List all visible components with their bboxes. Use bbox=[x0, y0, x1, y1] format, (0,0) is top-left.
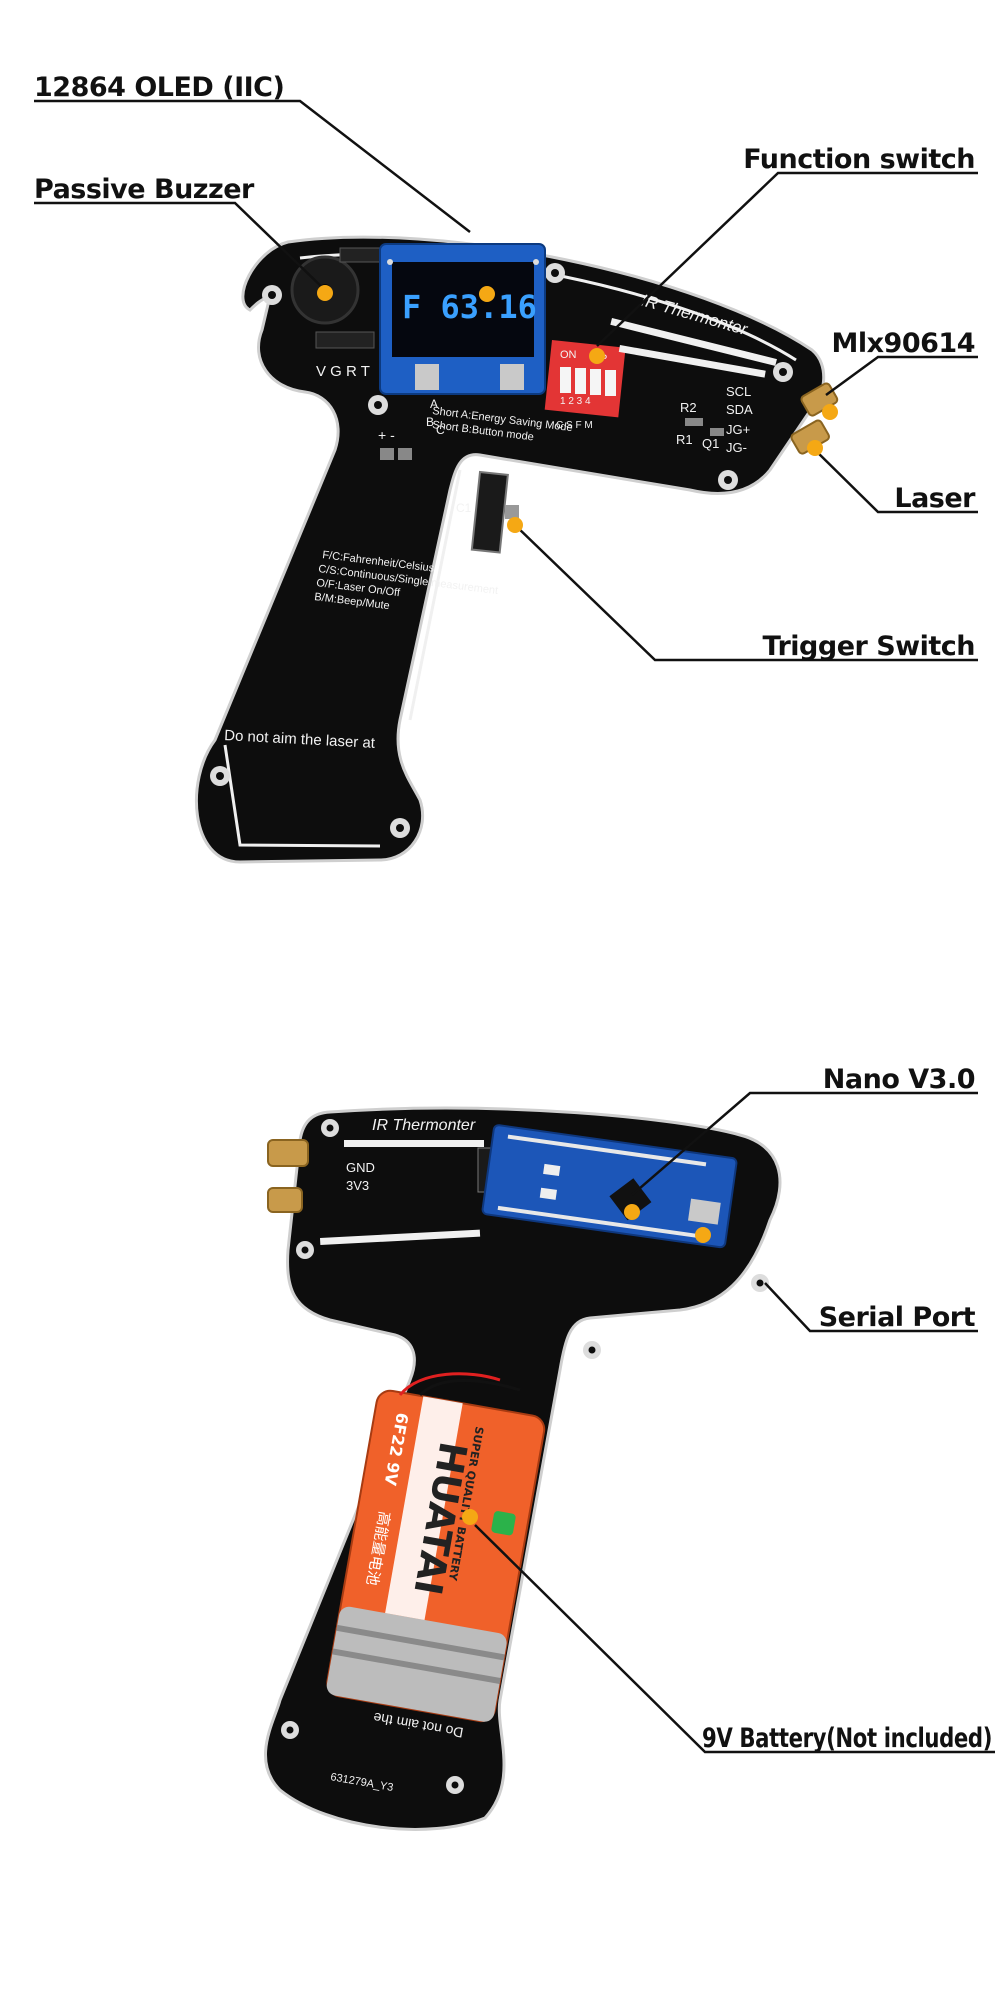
scl-label: SCL bbox=[726, 384, 751, 399]
back-mounting-holes bbox=[281, 1119, 769, 1794]
plus-minus-label: + - bbox=[378, 427, 395, 443]
oled-marker-dot bbox=[479, 286, 495, 302]
back-3v3-label: 3V3 bbox=[346, 1178, 369, 1193]
front-pcb-outline bbox=[195, 235, 826, 864]
buzzer-marker-dot bbox=[317, 285, 333, 301]
label-mlx: Mlx90614 bbox=[832, 328, 975, 359]
q1-label: Q1 bbox=[702, 436, 719, 451]
function-switch-marker-dot bbox=[589, 348, 605, 364]
jg-plus-label: JG+ bbox=[726, 422, 750, 437]
a-label: A bbox=[430, 397, 438, 411]
label-function-switch: Function switch bbox=[743, 144, 975, 175]
label-laser: Laser bbox=[894, 483, 976, 514]
r2-label: R2 bbox=[680, 400, 697, 415]
label-nano: Nano V3.0 bbox=[823, 1064, 975, 1095]
label-oled: 12864 OLED (IIC) bbox=[34, 72, 284, 103]
c-label: C bbox=[436, 423, 445, 437]
dip-letters: C S F M bbox=[556, 420, 593, 431]
label-serial: Serial Port bbox=[819, 1302, 976, 1333]
battery-9v: HUATAI 6F22 9V SUPER QUALITY BATTERY 高能量… bbox=[326, 1389, 546, 1723]
oled-module: F 63.16 bbox=[379, 243, 546, 395]
front-pcb: V G R T F 63.16 IR Thermonter ON DP 1 2 … bbox=[195, 235, 839, 864]
trigger-marker-dot bbox=[507, 517, 523, 533]
callout-leaders bbox=[34, 99, 995, 1754]
label-trigger: Trigger Switch bbox=[763, 631, 975, 662]
mlx-marker-dot bbox=[822, 404, 838, 420]
trigger-switch-part: C1 bbox=[456, 470, 519, 554]
marker-dots bbox=[317, 285, 838, 1525]
laser-marker-dot bbox=[807, 440, 823, 456]
dip-numbers: 1 2 3 4 bbox=[560, 396, 591, 407]
nano-marker-dot bbox=[624, 1204, 640, 1220]
b-label: B bbox=[426, 415, 434, 429]
label-buzzer: Passive Buzzer bbox=[34, 174, 255, 205]
nano-board bbox=[481, 1124, 738, 1249]
battery-marker-dot bbox=[462, 1509, 478, 1525]
dip-on-label: ON bbox=[560, 349, 577, 361]
back-pcb: IR Thermonter GND 3V3 bbox=[263, 1106, 782, 1831]
serial-marker-dot bbox=[695, 1227, 711, 1243]
pins-left-label: V G R T bbox=[316, 363, 370, 380]
r1-label: R1 bbox=[676, 432, 693, 447]
oled-reading: F 63.16 bbox=[402, 288, 537, 326]
jg-minus-label: JG- bbox=[726, 440, 747, 455]
sda-label: SDA bbox=[726, 402, 753, 417]
c1-label: C1 bbox=[456, 501, 472, 515]
label-battery: 9V Battery(Not included) bbox=[702, 1723, 992, 1754]
mounting-holes bbox=[210, 263, 793, 838]
back-title: IR Thermonter bbox=[372, 1117, 476, 1134]
back-gnd-label: GND bbox=[346, 1160, 375, 1175]
